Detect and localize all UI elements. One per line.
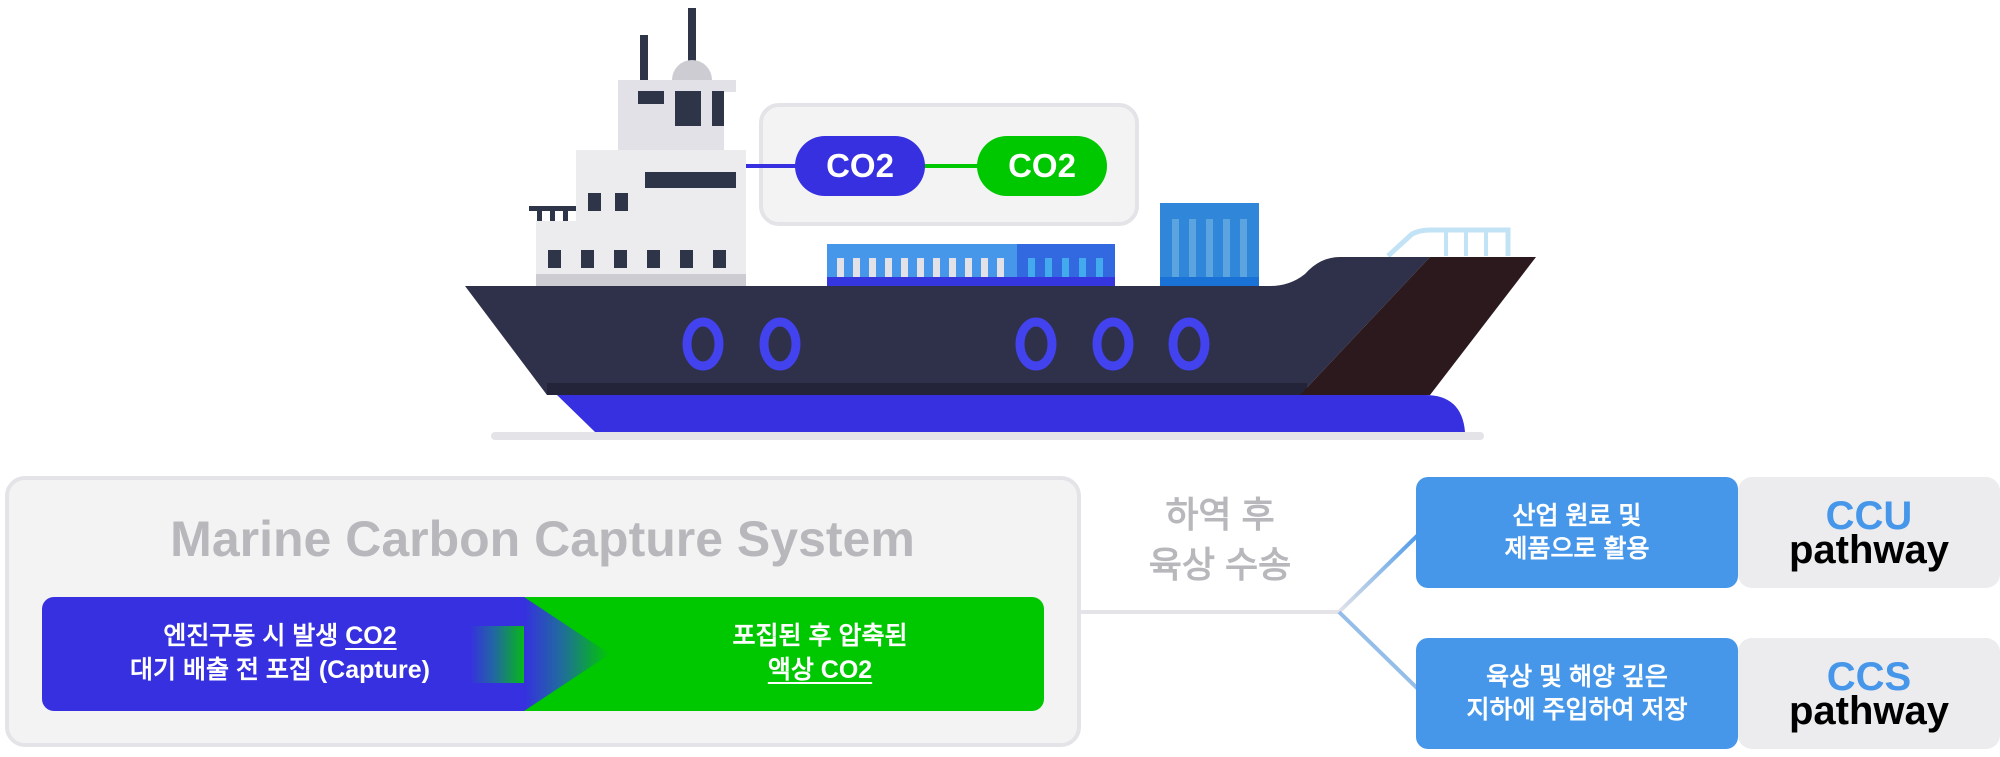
porthole <box>1092 317 1134 371</box>
liquid-line1: 포집된 후 압축된 <box>732 622 908 650</box>
porthole <box>1015 317 1057 371</box>
ccu-pathway-tag: CCU pathway <box>1738 477 2000 588</box>
branch-connector <box>1081 530 1421 694</box>
ccu-desc-line1: 산업 원료 및 <box>1512 501 1642 530</box>
ccs-abbr: CCS <box>1826 654 1912 699</box>
mast-short <box>640 35 648 81</box>
ccs-desc-line2: 지하에 주입하여 저장 <box>1466 695 1688 724</box>
branch-line-ccu <box>1337 530 1421 614</box>
capture-line1: 엔진구동 시 발생 <box>163 622 346 650</box>
ship-shadow <box>491 432 1484 440</box>
capture-step-text: 엔진구동 시 발생 CO2 대기 배출 전 포집 (Capture) <box>60 619 500 687</box>
capture-line2: 대기 배출 전 포집 (Capture) <box>130 656 430 684</box>
capture-co2-emph: CO2 <box>345 622 397 650</box>
ccs-description-card: 육상 및 해양 깊은 지하에 주입하여 저장 <box>1416 638 1738 749</box>
ccu-description-card: 산업 원료 및 제품으로 활용 <box>1416 477 1738 588</box>
capture-step-bar <box>42 597 532 711</box>
connector-line-blue <box>746 164 798 168</box>
co2-liquid-badge: CO2 <box>977 136 1107 196</box>
branch-line-ccs <box>1337 610 1421 694</box>
liquid-co2-emph: 액상 CO2 <box>767 656 873 684</box>
ccu-abbr: CCU <box>1825 493 1913 538</box>
ccs-pathway-tag: CCS pathway <box>1738 638 2000 749</box>
co2-gas-badge: CO2 <box>795 136 925 196</box>
porthole <box>682 317 724 371</box>
ccu-desc-line2: 제품으로 활용 <box>1504 534 1650 563</box>
connector-line-green <box>925 164 980 168</box>
ship-bow <box>1300 257 1536 395</box>
mccs-title: Marine Carbon Capture System <box>170 511 915 567</box>
liquid-step-bar <box>524 597 1044 711</box>
ship-illustration <box>465 8 1536 440</box>
ship-hull <box>465 257 1430 395</box>
ccs-pathway-word: pathway <box>1788 688 1950 733</box>
ccu-pathway-word: pathway <box>1788 527 1950 572</box>
liquid-step-text: 포집된 후 압축된 액상 CO2 <box>640 619 1000 687</box>
ship-waterline <box>557 395 1465 432</box>
porthole <box>1168 317 1210 371</box>
bridge-roof <box>618 80 736 92</box>
arrow-icon <box>470 597 610 711</box>
transport-label: 하역 후 육상 수송 <box>1110 490 1330 590</box>
porthole <box>759 317 801 371</box>
radar-dome <box>672 60 712 80</box>
transport-line2: 육상 수송 <box>1148 544 1292 585</box>
bow-railing <box>1386 227 1511 258</box>
bridge-upper <box>618 92 724 150</box>
transport-line1: 하역 후 <box>1165 494 1275 535</box>
portholes <box>682 317 1210 371</box>
mast-tall <box>688 8 696 62</box>
ccs-desc-line1: 육상 및 해양 깊은 <box>1486 662 1668 691</box>
